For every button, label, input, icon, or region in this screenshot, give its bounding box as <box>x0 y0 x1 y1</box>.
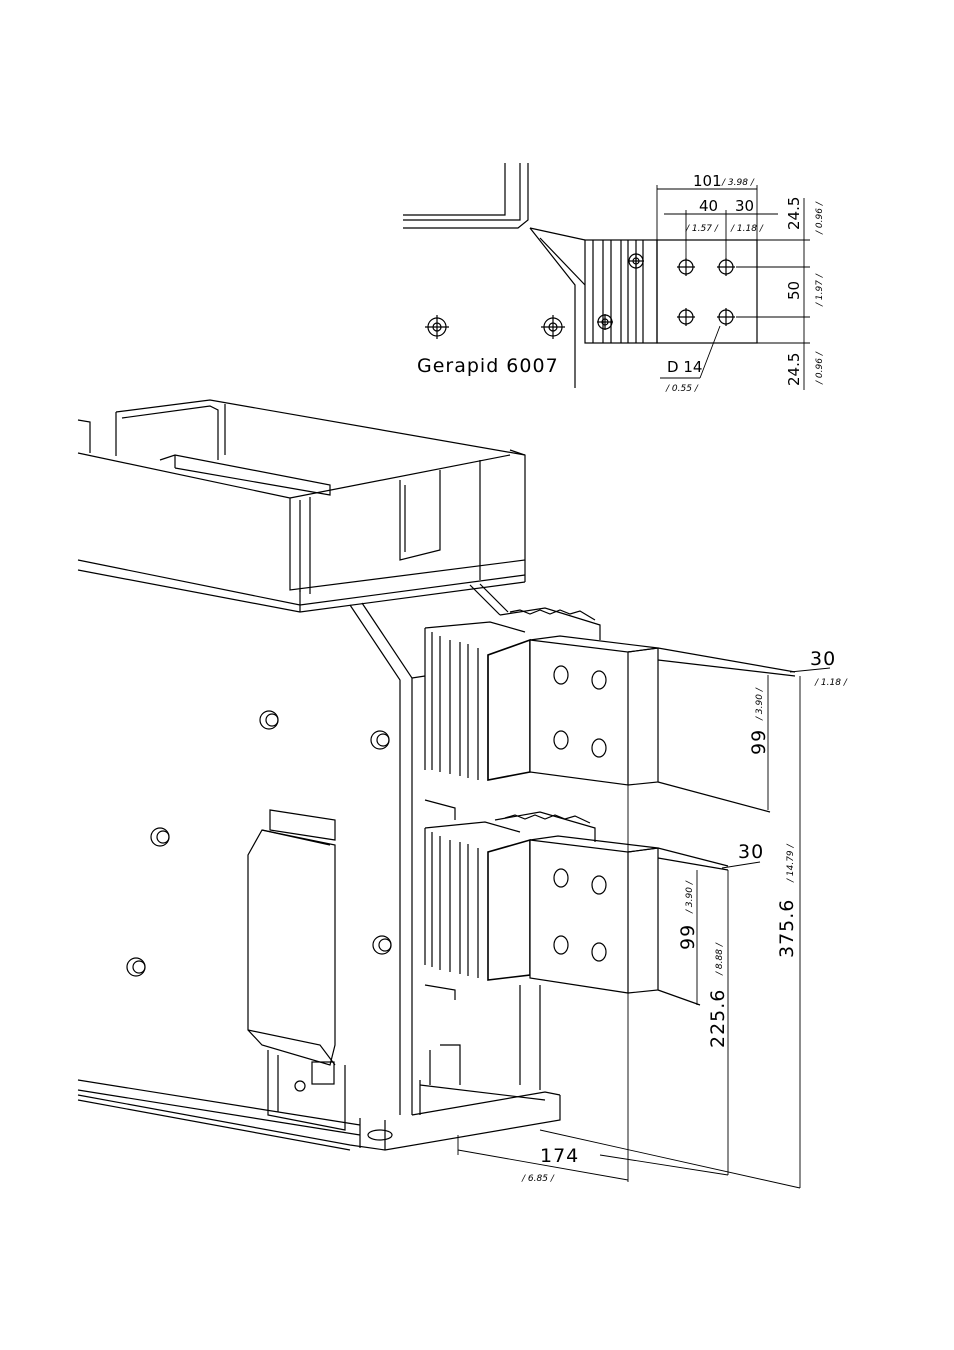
dim-174: 174 <box>540 1145 579 1167</box>
dim-50: 50 <box>785 281 803 300</box>
lower-terminal <box>425 812 728 1090</box>
dim-upper-99-inch: / 3.90 / <box>755 687 765 721</box>
dim-174-inch: / 6.85 / <box>521 1174 555 1184</box>
dim-225-6: 225.6 <box>707 989 729 1048</box>
dim-101-inch: / 3.98 / <box>721 178 755 188</box>
busbar-plate-top-view <box>657 240 757 343</box>
dim-24-5-bottom: 24.5 <box>785 353 803 386</box>
dim-upper-30-inch: / 1.18 / <box>814 678 848 688</box>
hole-diameter-label: D 14 <box>667 358 702 376</box>
dim-50-inch: / 1.97 / <box>815 273 825 307</box>
hole-diameter-inch: / 0.55 / <box>665 384 699 394</box>
dim-upper-30: 30 <box>810 648 836 670</box>
screw-hole-terminal-top <box>628 253 644 269</box>
product-label: Gerapid 6007 <box>417 355 559 377</box>
upper-terminal <box>425 608 795 820</box>
dim-lower-30: 30 <box>738 841 764 863</box>
dim-lower-99-inch: / 3.90 / <box>685 880 695 914</box>
dim-40: 40 <box>699 197 718 215</box>
dim-375-6: 375.6 <box>776 899 798 958</box>
dim-375-6-inch: / 14.79 / <box>786 843 796 883</box>
top-tray <box>78 400 525 612</box>
dim-upper-99: 99 <box>748 729 770 755</box>
isometric-view: 30 / 1.18 / 99 / 3.90 / 30 99 / 3.90 / 2… <box>78 400 848 1188</box>
dim-24-5-top-inch: / 0.96 / <box>815 201 825 235</box>
screw-hole-left <box>425 315 449 339</box>
dim-lower-99: 99 <box>677 924 699 950</box>
top-view: 101 / 3.98 / 40 30 / 1.57 / / 1.18 / 24.… <box>403 163 825 394</box>
dim-30-inch: / 1.18 / <box>730 224 764 234</box>
dim-40-inch: / 1.57 / <box>685 224 719 234</box>
dim-24-5-bottom-inch: / 0.96 / <box>815 351 825 385</box>
dim-101: 101 <box>693 172 722 190</box>
busbar-holes <box>677 258 735 326</box>
dim-225-6-inch: / 8.88 / <box>715 942 725 976</box>
dim-24-5-top: 24.5 <box>785 197 803 230</box>
iso-dimension-lines <box>458 668 830 1188</box>
screw-hole-mid <box>541 315 565 339</box>
dim-30: 30 <box>735 197 754 215</box>
